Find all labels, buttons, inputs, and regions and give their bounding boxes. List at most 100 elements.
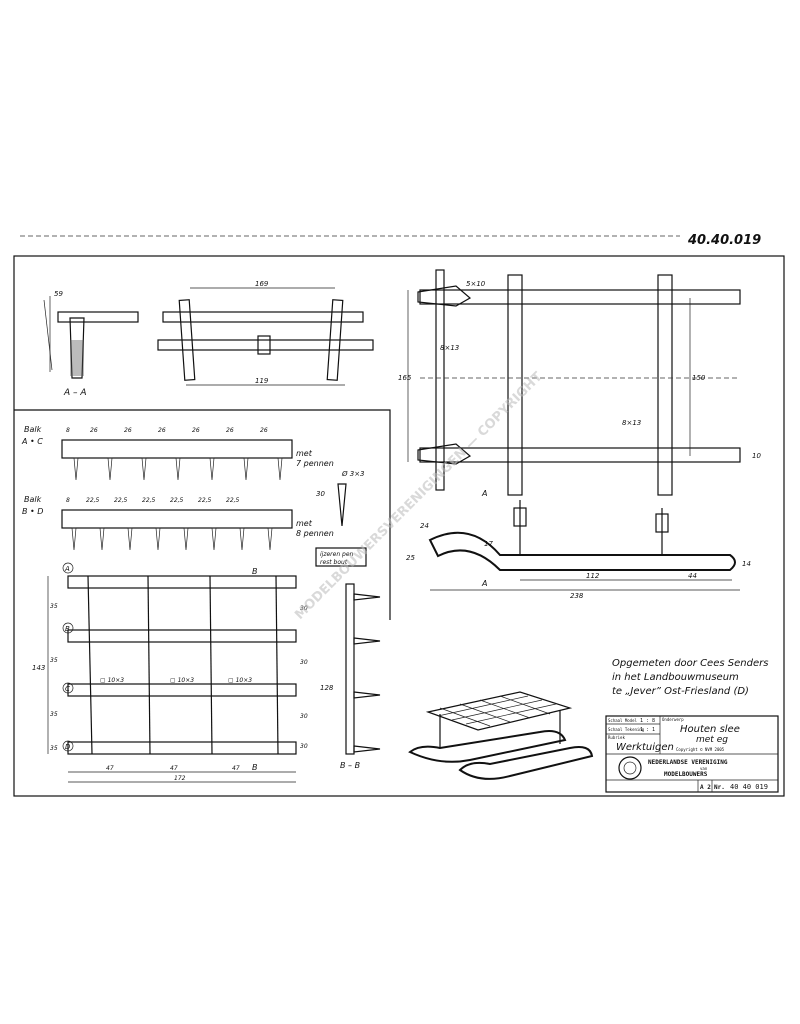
balk-bd-dim: 22,5 [198, 497, 212, 504]
balk-ac-dim: 26 [192, 427, 200, 434]
copyright-text: Copyright © NVM 2005 [676, 747, 725, 752]
balk-bd-dim: 22,5 [114, 497, 128, 504]
frame-left-dim: 35 [50, 745, 58, 752]
frame-bottom-dim: 47 [232, 765, 240, 772]
dim-119: 119 [255, 377, 269, 385]
dim-24: 24 [420, 522, 429, 530]
plan-view: 5×10 8×13 8×13 165 150 10 [398, 269, 761, 496]
frame-bottom-dim: 47 [106, 765, 114, 772]
note-line2: in het Landbouwmuseum [612, 672, 739, 683]
frame-label-c: C [65, 685, 70, 693]
balk-ac-view: Balk A • C met 7 pennen 8 26 26 26 26 26… [21, 425, 334, 481]
section-b-marker-top: B [252, 567, 258, 576]
balk-bd-label: Balk [24, 495, 42, 504]
handwritten-sheet-number: 40.40.019 [687, 233, 761, 248]
category-small-label: Rubriek [608, 735, 625, 740]
scale-drawing-label: Schaal Tekening [608, 727, 645, 732]
section-b-marker-bottom: B [252, 763, 258, 772]
frame-label-d: D [65, 743, 71, 751]
side-view: A A 24 25 17 14 112 44 238 [406, 489, 751, 600]
dim-10: 10 [752, 452, 761, 460]
dim-5x10: 5×10 [466, 280, 486, 288]
iron-pin-note: ijzeren pen rest bout [315, 547, 367, 567]
balk-ac-note-pennen: 7 pennen [296, 459, 334, 468]
title-block: Schaal Model 1 : 8 Schaal Tekening 1 : 1… [605, 715, 779, 793]
balk-ac-dim: 26 [226, 427, 234, 434]
scale-model-label: Schaal Model [608, 718, 637, 723]
frame-left-dim: 35 [50, 711, 58, 718]
frame-bottom-dim: 47 [170, 765, 178, 772]
frame-box-dim: ▢ 10×3 [170, 677, 194, 684]
copyright-watermark: MODELBOUWERSVERENIGINGEN — COPYRIGHT [292, 369, 545, 622]
sheet-size: A 2 [700, 784, 711, 791]
frame-right-dim: 30 [300, 659, 308, 666]
subject-line2: met eg [696, 735, 728, 745]
frame-left-dim: 35 [50, 657, 58, 664]
balk-ac-letters: A • C [21, 437, 43, 446]
dim-8x13-b: 8×13 [622, 419, 641, 427]
balk-bd-dim: 22,5 [86, 497, 100, 504]
section-aa-view: 59 A – A [43, 290, 139, 398]
frame-box-dim: ▢ 10×3 [100, 677, 124, 684]
balk-ac-label: Balk [24, 425, 42, 434]
dim-238: 238 [570, 592, 584, 600]
sheet-border [13, 255, 785, 797]
section-aa-label: A – A [63, 388, 87, 398]
dim-8x13-a: 8×13 [440, 344, 459, 352]
frame-box-dim: ▢ 10×3 [228, 677, 252, 684]
frame-total-dim: 143 [32, 664, 45, 672]
balk-ac-dim: 26 [90, 427, 98, 434]
dim-59: 59 [54, 290, 63, 298]
balk-ac-note-met: met [296, 449, 313, 458]
frame-plan-view: A B C D 143 35 35 35 35 ▢ 10×3 ▢ 10×3 ▢ … [32, 562, 334, 783]
frame-right-dim: 30 [300, 713, 308, 720]
balk-bd-dim: 22,5 [226, 497, 240, 504]
section-bb-label: B – B [340, 761, 360, 770]
scale-model-value: 1 : 8 [640, 718, 655, 724]
dim-165: 165 [398, 374, 412, 382]
org-name-line2: van [700, 766, 708, 771]
balk-bd-dim: 22,5 [142, 497, 156, 504]
dim-112: 112 [586, 572, 600, 580]
frame-right-dim: 30 [300, 605, 308, 612]
balk-ac-dim: 26 [260, 427, 268, 434]
balk-bd-note-pennen: 8 pennen [296, 529, 334, 538]
pin-detail: Ø 3×3 30 [316, 470, 365, 527]
dim-25: 25 [406, 554, 415, 562]
org-name-line3: MODELBOUWERS [664, 771, 708, 778]
balk-ac-dim: 26 [124, 427, 132, 434]
balk-ac-dim: 8 [66, 427, 70, 434]
dim-169: 169 [255, 280, 269, 288]
org-name-line1: NEDERLANDSE VERENIGING [648, 759, 728, 766]
dim-14: 14 [742, 560, 751, 568]
isometric-sledge-sketch [408, 691, 594, 780]
frame-left-dim: 35 [50, 603, 58, 610]
section-bb-view: B – B [340, 583, 381, 770]
drawing-number: 40 40 019 [730, 783, 768, 791]
balk-ac-dim: 26 [158, 427, 166, 434]
frame-label-a: A [64, 565, 70, 573]
balk-bd-view: Balk B • D met 8 pennen 8 22,5 22,5 22,5… [22, 495, 334, 551]
survey-notes: Opgemeten door Cees Senders in het Landb… [612, 658, 768, 697]
frame-right-total: 128 [320, 684, 334, 692]
dim-150: 150 [692, 374, 706, 382]
pin-length-dim: 30 [316, 490, 325, 498]
frame-bottom-total: 172 [174, 775, 186, 782]
section-separator [14, 409, 391, 620]
category-value: Werktuigen [616, 742, 674, 753]
balk-bd-note-met: met [296, 519, 313, 528]
scale-drawing-value: 1 : 1 [640, 727, 655, 733]
frame-label-b: B [65, 625, 70, 633]
balk-bd-dim: 22,5 [170, 497, 184, 504]
pin-diameter-dim: Ø 3×3 [341, 470, 365, 478]
section-a-top: A [481, 489, 487, 498]
balk-bd-dim: 8 [66, 497, 70, 504]
subject-small-label: Onderwerp [662, 717, 684, 722]
section-a-bottom: A [481, 579, 487, 588]
nvm-seal-logo [618, 756, 642, 780]
number-label: Nr. [714, 784, 725, 791]
frame-right-dim: 30 [300, 743, 308, 750]
dim-17: 17 [484, 540, 493, 548]
balk-bd-letters: B • D [22, 507, 43, 516]
